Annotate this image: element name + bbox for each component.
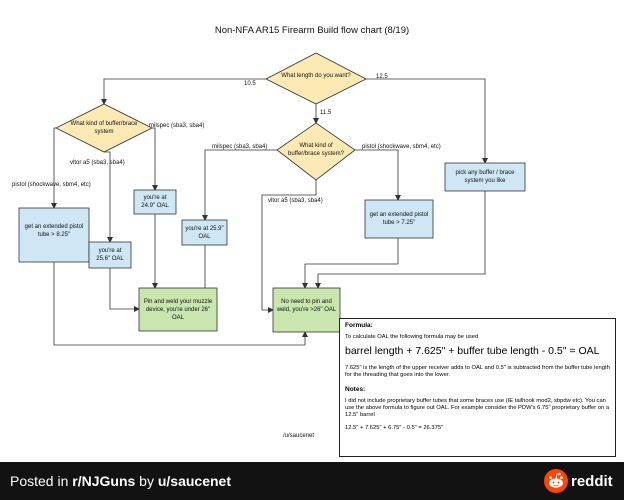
connector-pick-to-nopin <box>315 191 486 289</box>
edge-label-12-5: 12.5 <box>376 74 388 80</box>
author-credit: /u/saucenet <box>283 433 315 439</box>
connector-left-milspec <box>152 127 158 191</box>
connector-mid-milspec <box>202 149 277 221</box>
notes-heading: Notes: <box>345 385 366 393</box>
edge-label-pistol-mid: pistol (shockwave, sbm4, etc) <box>362 144 441 150</box>
connector-mid-pistol <box>355 149 401 201</box>
edge-label-vltor-mid: vltor a5 (sba3, sba4) <box>268 198 323 204</box>
box-ext-left-shape <box>18 207 90 263</box>
formula-heading: Formula: <box>345 322 373 329</box>
box-no-pin-label: No need to pin and weld, you're >26" OAL <box>276 299 337 313</box>
box-oal-249-label: you're at 24.9" OAL <box>141 195 169 209</box>
connector-top-to-right <box>366 78 488 164</box>
posted-in-line: Posted in r/NJGuns by u/saucenet <box>10 473 231 489</box>
box-ext-left-label: get an extended pistol tube > 8.25" <box>24 224 84 238</box>
edge-label-10-5: 10.5 <box>244 81 256 87</box>
connector-extleft-to-nopin <box>53 262 308 346</box>
formula-equation: barrel length + 7.625" + buffer tube len… <box>345 345 600 358</box>
connector-mid-vltor <box>261 180 317 313</box>
edge-label-milspec-left: milspec (sba3, sba4) <box>149 123 205 129</box>
decision-buffer-mid-label: What kind of buffer/brace system? <box>288 143 344 157</box>
box-no-pin-shape <box>272 287 341 333</box>
box-oal-259-label: you're at 25.9" OAL <box>185 226 224 240</box>
posted-prefix: Posted in <box>10 473 73 489</box>
connector-left-pistol <box>51 127 57 209</box>
formula-panel: Formula: To calculate OAL the following … <box>339 318 616 457</box>
box-oal-256-shape <box>88 241 132 269</box>
box-pick-any-shape <box>444 162 526 192</box>
box-oal-249-shape <box>133 189 177 215</box>
connector-256-to-pin <box>109 268 140 312</box>
edge-label-milspec-mid: milspec (sba3, sba4) <box>212 144 268 150</box>
formula-intro: To calculate OAL the following formula m… <box>345 334 479 340</box>
box-pin-weld-label: Pin and weld your muzzle device, you're … <box>143 299 213 321</box>
decision-buffer-left-shape <box>55 103 153 153</box>
box-pick-any-label: pick any buffer / brace system you like <box>455 170 515 184</box>
connector-extmid-to-nopin <box>302 238 399 289</box>
connector-top-to-left <box>101 78 266 105</box>
chart-title: Non-NFA AR15 Firearm Build flow chart (8… <box>214 25 410 36</box>
reddit-wordmark: reddit <box>571 473 613 490</box>
edge-label-pistol-left: pistol (shockwave, sbm4, etc) <box>12 182 91 188</box>
edge-label-vltor-left: vltor a5 (sba3, sba4) <box>70 160 125 166</box>
box-pin-weld-shape <box>138 287 218 332</box>
flowchart-graphics <box>18 52 526 346</box>
subreddit-link[interactable]: r/NJGuns <box>72 473 136 489</box>
box-oal-256-label: you're at 25.6" OAL <box>96 248 124 262</box>
notes-text: I did not include proprietary buffer tub… <box>345 397 610 419</box>
edge-label-11-5: 11.5 <box>320 110 332 116</box>
decision-buffer-mid-shape <box>276 122 356 181</box>
decision-length-shape <box>265 52 367 105</box>
box-ext-mid-label: get an extended pistol tube > 7.25" <box>369 212 429 226</box>
box-oal-259-shape <box>181 219 228 246</box>
connector-left-vltor <box>104 151 113 243</box>
reddit-footer-bar: Posted in r/NJGuns by u/saucenet reddit <box>0 462 624 500</box>
user-link[interactable]: u/saucenet <box>157 473 231 489</box>
decision-length-label: What length do you want? <box>281 73 351 79</box>
box-ext-mid-shape <box>364 199 434 239</box>
flowchart-canvas: Non-NFA AR15 Firearm Build flow chart (8… <box>12 25 616 457</box>
posted-middle: by <box>135 473 158 489</box>
formula-explanation: 7.625" is the length of the upper receiv… <box>345 365 610 379</box>
reddit-logo-icon <box>544 469 568 493</box>
decision-buffer-left-label: What kind of buffer/brace system <box>70 121 138 135</box>
notes-example: 12.5" + 7.625" + 6.75" - 0.5" = 26.375" <box>345 425 444 432</box>
